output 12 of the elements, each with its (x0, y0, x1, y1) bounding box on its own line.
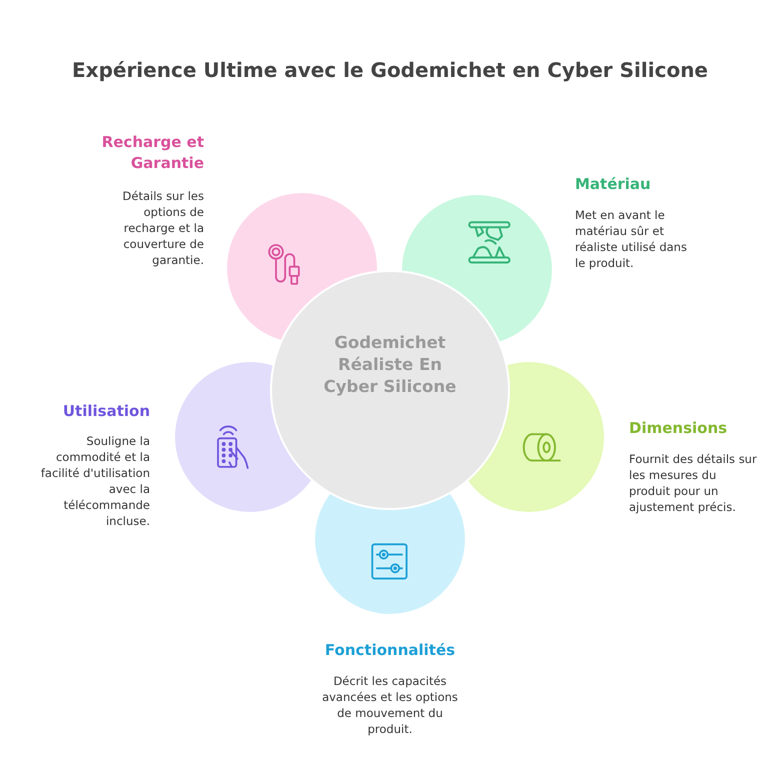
section-heading: Fonctionnalités (324, 640, 456, 661)
section-heading: Utilisation (62, 401, 150, 422)
section-description: Met en avant le matériau sûr et réaliste utilisé dans le produit. (575, 207, 688, 271)
section-description: Détails sur les options de recharge et la couverture de garantie. (122, 188, 204, 268)
section-description: Décrit les capacités avancées et les options de mouvement du produit. (321, 673, 459, 737)
section-heading: Recharge et Garantie (100, 132, 204, 174)
diagram-title: Expérience Ultime avec le Godemichet en Cyber Silicone (71, 58, 709, 82)
section-description: Fournit des détails sur les mesures du produit pour un ajustement précis. (629, 451, 757, 515)
hub-title: Godemichet Réaliste En Cyber Silicone (322, 332, 458, 398)
section-heading: Dimensions (629, 418, 728, 439)
section-heading: Matériau (575, 174, 652, 195)
section-description: Souligne la commodité et la facilité d'utilisation avec la télécommande incluse. (40, 433, 150, 529)
